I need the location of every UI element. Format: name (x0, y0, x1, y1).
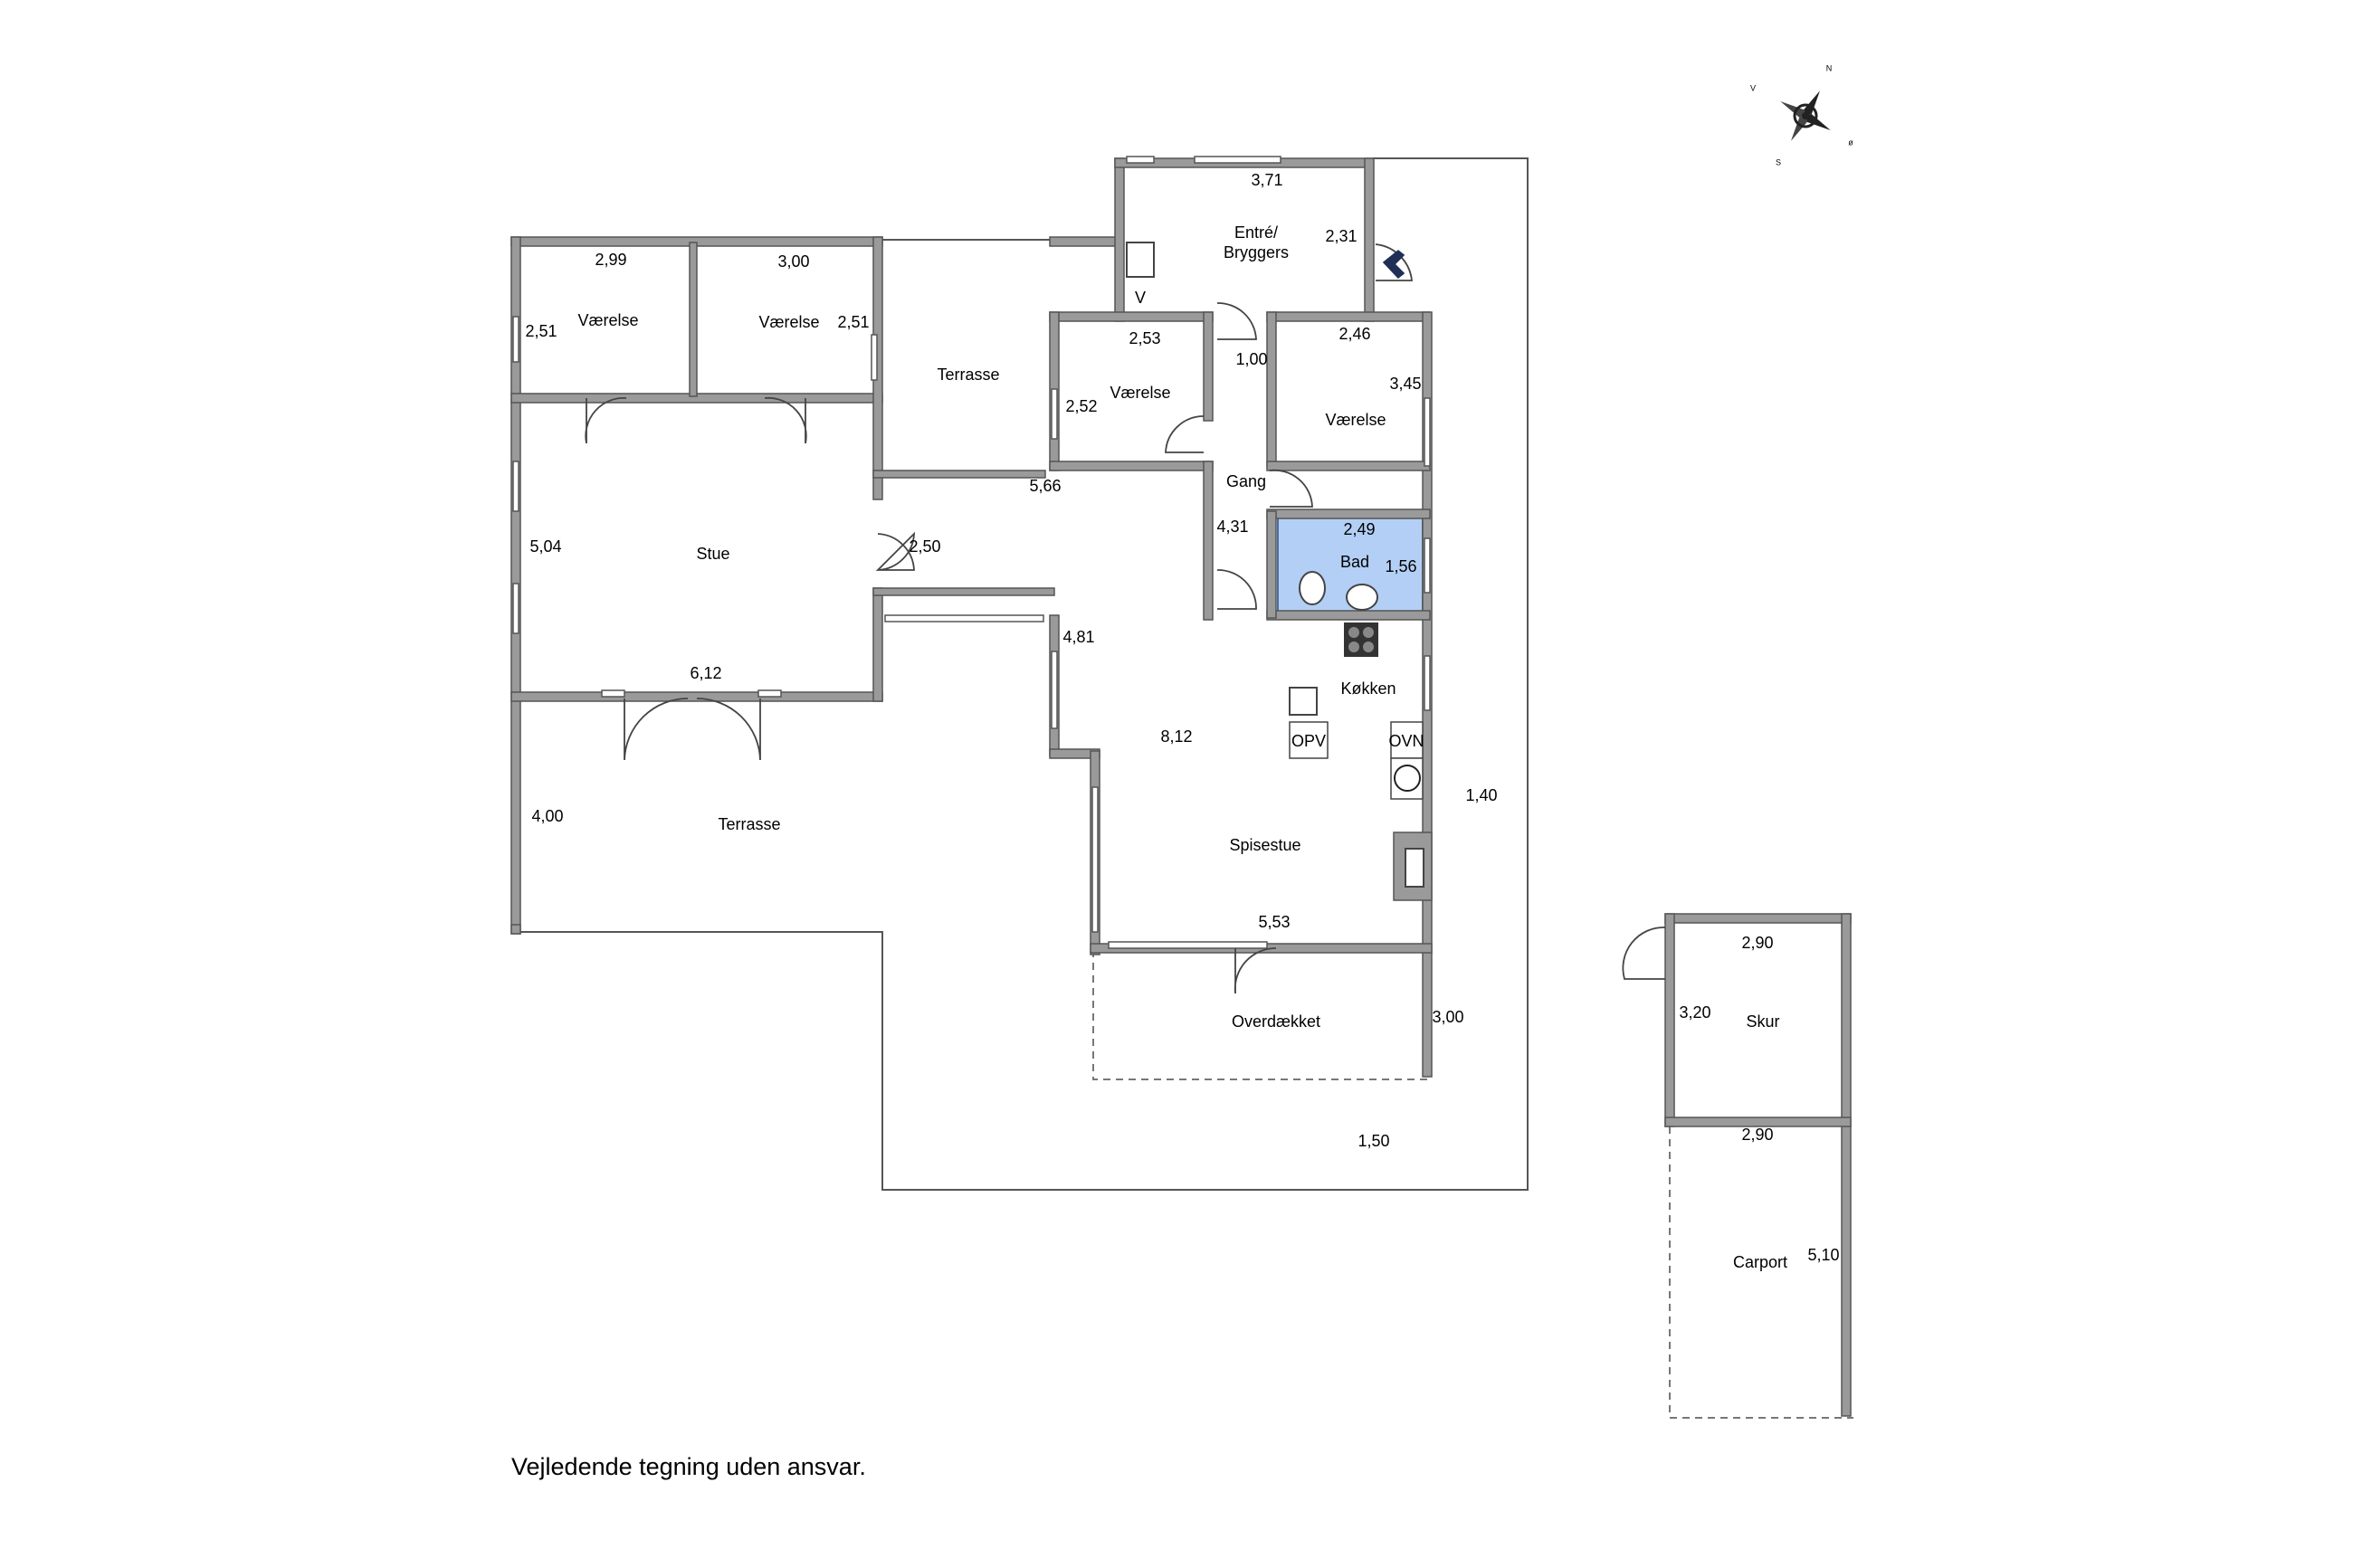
toilet-icon (1299, 571, 1326, 605)
room-label-vaerelse-4: Værelse (1325, 411, 1386, 429)
room-label-skur: Skur (1746, 1012, 1779, 1031)
compass-o-label: ø (1848, 138, 1853, 147)
room-label-bad: Bad (1340, 553, 1369, 571)
compass-s-label: S (1776, 157, 1781, 166)
room-label-spisestue: Spisestue (1229, 836, 1300, 854)
covered-area-outline (1092, 950, 1433, 1080)
windows (512, 156, 1431, 949)
dimension-label: 2,53 (1129, 329, 1160, 347)
cooktop-icon (1344, 622, 1378, 657)
dimension-label: 4,31 (1216, 518, 1248, 536)
dimension-label: 2,51 (525, 322, 557, 340)
room-label-vaerelse-3: Værelse (1110, 384, 1170, 402)
fixture-label-v: V (1135, 289, 1146, 307)
dimension-label: 5,04 (529, 537, 561, 556)
disclaimer-text: Vejledende tegning uden ansvar. (511, 1453, 866, 1480)
dimension-label: 2,90 (1741, 934, 1773, 952)
dimension-label: 1,40 (1465, 786, 1497, 804)
room-label-entre-2: Bryggers (1224, 243, 1289, 261)
room-label-terrasse-bottom: Terrasse (718, 815, 780, 833)
dimension-label: 5,66 (1029, 477, 1061, 495)
dimension-label: 5,10 (1807, 1246, 1839, 1264)
room-label-overdaekket: Overdækket (1232, 1012, 1320, 1031)
dimension-label: 2,52 (1065, 397, 1097, 415)
sink-icon (1289, 687, 1318, 716)
room-label-carport: Carport (1733, 1253, 1787, 1271)
dimension-labels: 2,99 3,00 2,51 2,51 3,71 2,31 2,53 2,52 … (525, 171, 1839, 1264)
dimension-label: 2,90 (1741, 1126, 1773, 1144)
dimension-label: 4,81 (1062, 628, 1094, 646)
dimension-label: 3,71 (1251, 171, 1282, 189)
washbasin-icon (1346, 584, 1378, 611)
compass-rose-icon: N V ø S (1750, 63, 1853, 166)
dimension-label: 1,00 (1235, 350, 1267, 368)
room-label-gang: Gang (1226, 472, 1266, 490)
dimension-label: 1,50 (1358, 1132, 1389, 1150)
carport-outline (1669, 1126, 1853, 1419)
sink-icon (1126, 242, 1155, 278)
room-labels: Værelse Værelse Terrasse Entré/ Bryggers… (577, 223, 1787, 1271)
dimension-label: 2,31 (1325, 227, 1357, 245)
dimension-label: 6,12 (690, 664, 721, 682)
doors (585, 243, 1666, 994)
fireplace-icon (1405, 848, 1424, 888)
room-label-vaerelse-1: Værelse (577, 311, 638, 329)
dimension-label: 3,00 (1432, 1008, 1463, 1026)
dimension-label: 2,46 (1338, 325, 1370, 343)
dimension-label: 2,49 (1343, 520, 1375, 538)
compass-v-label: V (1750, 83, 1756, 92)
fixture-label-ovn: OVN (1388, 732, 1424, 750)
dimension-label: 2,50 (909, 537, 940, 556)
fixture-label-opv: OPV (1291, 732, 1326, 750)
dimension-label: 1,56 (1385, 557, 1416, 575)
room-label-terrasse-top: Terrasse (937, 366, 999, 384)
dimension-label: 5,53 (1258, 913, 1290, 931)
fixtures (1126, 242, 1424, 888)
room-label-vaerelse-2: Værelse (758, 313, 819, 331)
walls (510, 157, 1852, 1417)
dimension-label: 2,99 (595, 251, 626, 269)
dimension-label: 3,00 (777, 252, 809, 271)
dimension-label: 2,51 (837, 313, 869, 331)
compass-n-label: N (1826, 63, 1833, 72)
fan-icon (1394, 765, 1421, 792)
dimension-label: 8,12 (1160, 727, 1192, 746)
dimension-label: 3,45 (1389, 375, 1421, 393)
entrance-arrow-icon (1382, 250, 1405, 280)
room-label-stue: Stue (696, 545, 729, 563)
dimension-label: 4,00 (531, 807, 563, 825)
dimension-label: 3,20 (1679, 1003, 1710, 1022)
room-label-entre-1: Entré/ (1234, 223, 1278, 242)
room-label-koekken: Køkken (1340, 679, 1396, 698)
